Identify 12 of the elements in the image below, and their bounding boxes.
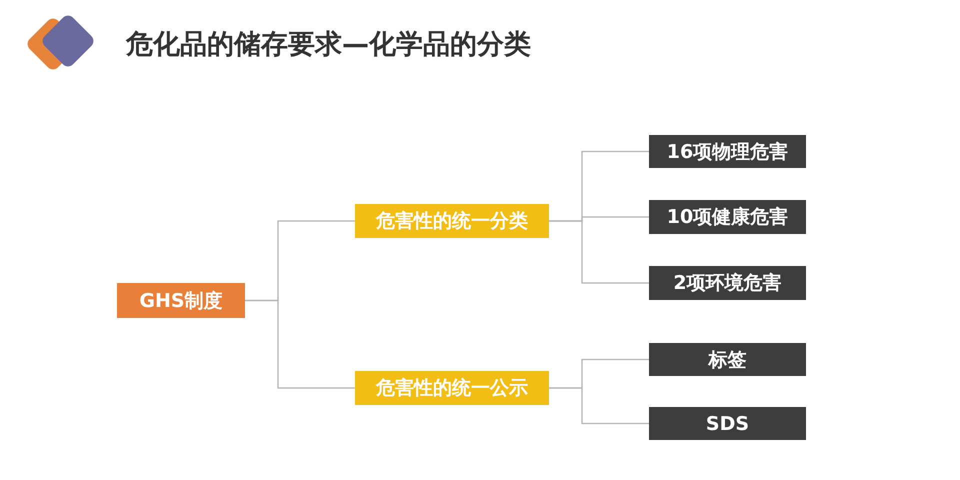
item-box: 16项物理危害 <box>649 135 806 168</box>
item-box: SDS <box>649 407 806 440</box>
bracket-connector <box>245 300 355 389</box>
category-box: 危害性的统一分类 <box>355 204 549 238</box>
title: 危化品的储存要求—化学品的分类 <box>126 28 531 62</box>
bracket-connector <box>549 387 649 424</box>
item-box: 10项健康危害 <box>649 200 806 234</box>
item-box: 标签 <box>649 343 806 376</box>
category-box: 危害性的统一公示 <box>355 371 549 405</box>
root-box: GHS制度 <box>117 283 245 318</box>
bracket-connector <box>549 220 649 284</box>
item-box: 2项环境危害 <box>649 266 806 300</box>
